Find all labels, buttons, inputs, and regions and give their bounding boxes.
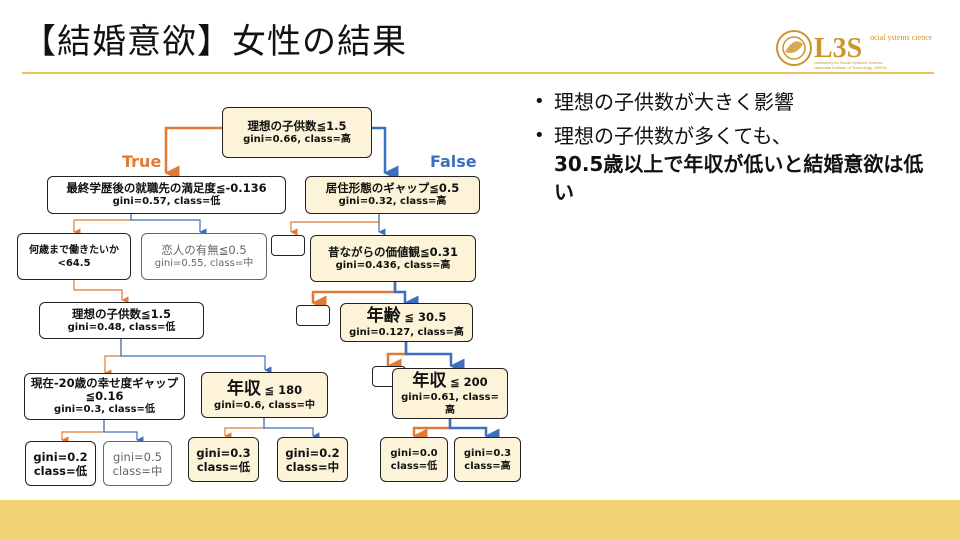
leaf-class: class=低 <box>33 463 88 478</box>
tree-node-right-4: 年収 ≦ 200 gini=0.61, class=高 <box>392 368 508 419</box>
decision-tree: True False 理想の子供数≦1.5 gini=0.66, class=高… <box>0 90 530 500</box>
edge-l4b-leaf3 <box>224 418 265 440</box>
edge-r4-leaf5 <box>412 419 452 444</box>
leaf-gini: gini=0.2 <box>33 449 88 464</box>
tree-node-ll: 何歳まで働きたいか <64.5 <box>17 233 131 280</box>
node-condition: 現在-20歳の幸せ度ギャップ≦0.16 <box>30 376 179 403</box>
tree-node-left-4b: 年収 ≦ 180 gini=0.6, class=中 <box>201 372 328 418</box>
leaf-gini: gini=0.5 <box>113 449 162 464</box>
true-branch-label: True <box>122 152 162 171</box>
edge-r3-empty <box>386 342 408 374</box>
bullet-text: 理想の子供数が大きく影響 <box>554 90 794 114</box>
edge-l4a-leaf1 <box>61 420 105 444</box>
node-condition-2: <64.5 <box>57 257 91 269</box>
logo-text: L3S <box>814 33 862 64</box>
tree-node-empty-2 <box>296 305 330 326</box>
tree-node-lr: 恋人の有無≦0.5 gini=0.55, class=中 <box>141 233 267 280</box>
node-condition-row: 年収 ≦ 200 <box>412 371 487 391</box>
node-stats: gini=0.436, class=高 <box>335 259 451 271</box>
node-stats: gini=0.48, class=低 <box>67 321 176 333</box>
edge-l1-lr <box>130 214 207 236</box>
leaf-class: class=中 <box>112 463 163 478</box>
edge-l4a-leaf2 <box>103 420 144 444</box>
edge-r2-empty <box>311 282 397 311</box>
node-feature: 年収 <box>226 378 261 399</box>
tree-connectors <box>61 126 500 444</box>
tree-node-right-2: 昔ながらの価値観≦0.31 gini=0.436, class=高 <box>310 235 476 282</box>
tree-node-empty-1 <box>271 235 305 256</box>
tree-leaf-1: gini=0.2 class=低 <box>25 441 96 486</box>
node-threshold: ≦ 200 <box>450 374 488 389</box>
logo-side-text: ocial ystems cience <box>870 33 933 42</box>
tree-node-right-1: 居住形態のギャップ≦0.5 gini=0.32, class=高 <box>305 176 480 214</box>
edge-r1-empty <box>290 214 380 236</box>
bullet-dot: • <box>534 91 545 112</box>
node-feature: 年齢 <box>366 306 401 326</box>
edge-ll-l3 <box>73 280 129 304</box>
node-condition: 理想の子供数≦1.5 <box>247 118 347 133</box>
node-stats: gini=0.61, class=高 <box>401 391 499 416</box>
logo-subtitle: Laboratory for Social Systems Science <box>814 60 883 65</box>
node-condition: 最終学歴後の就職先の満足度≦-0.136 <box>66 181 267 195</box>
false-branch-label: False <box>430 152 477 171</box>
edge-r2-r3 <box>393 282 419 311</box>
node-stats: gini=0.32, class=高 <box>338 196 447 207</box>
edge-l3-l4b <box>120 339 272 374</box>
edge-l4b-leaf4 <box>263 418 320 440</box>
bullet-item-1: • 理想の子供数が大きく影響 <box>532 88 932 116</box>
leaf-class: class=中 <box>285 459 340 474</box>
node-condition: 恋人の有無≦0.5 <box>161 242 247 257</box>
tree-node-left-4a: 現在-20歳の幸せ度ギャップ≦0.16 gini=0.3, class=低 <box>24 373 185 420</box>
leaf-gini: gini=0.3 <box>196 445 251 460</box>
node-condition-row: 年収 ≦ 180 <box>227 379 302 399</box>
bullet-text: 理想の子供数が多くても、 <box>554 124 792 148</box>
bullet-dot: • <box>534 125 545 146</box>
tree-leaf-5: gini=0.0 class=低 <box>380 437 448 482</box>
bullet-list: • 理想の子供数が大きく影響 • 理想の子供数が多くても、 30.5歳以上で年収… <box>532 88 932 212</box>
node-condition: 理想の子供数≦1.5 <box>71 306 171 321</box>
bullet-item-2: • 理想の子供数が多くても、 30.5歳以上で年収が低いと結婚意欲は低い <box>532 122 932 206</box>
edge-l3-l4a <box>104 339 122 377</box>
tree-leaf-6: gini=0.3 class=高 <box>454 437 521 482</box>
leaf-gini: gini=0.3 <box>463 447 512 459</box>
node-condition-row: 年齢 ≦ 30.5 <box>367 306 447 326</box>
leaf-gini: gini=0.0 <box>390 447 438 459</box>
edge-l1-ll <box>73 214 132 236</box>
tree-leaf-2: gini=0.5 class=中 <box>103 441 172 486</box>
leaf-class: class=高 <box>464 460 511 472</box>
tree-node-left-3: 理想の子供数≦1.5 gini=0.48, class=低 <box>39 302 204 339</box>
node-stats: gini=0.66, class=高 <box>243 133 351 145</box>
slide-title: 【結婚意欲】女性の結果 <box>22 22 407 62</box>
logo-subtitle-2: Hakodate Institute of Technology, JAPAN <box>814 65 887 70</box>
title-underline <box>22 72 934 74</box>
node-stats: gini=0.57, class=低 <box>112 196 221 207</box>
edge-r3-r4 <box>404 342 465 374</box>
tree-node-root: 理想の子供数≦1.5 gini=0.66, class=高 <box>222 107 372 158</box>
l3s-logo: L3S ocial ystems cience Laboratory for S… <box>776 30 933 70</box>
edge-root-right <box>372 126 399 181</box>
node-feature: 年収 <box>412 370 447 391</box>
node-threshold: ≦ 30.5 <box>404 310 447 324</box>
node-condition: 昔ながらの価値観≦0.31 <box>327 244 458 259</box>
edge-r4-leaf6 <box>448 419 500 444</box>
tree-node-right-3: 年齢 ≦ 30.5 gini=0.127, class=高 <box>340 303 473 342</box>
footer-band <box>0 500 960 540</box>
node-threshold: ≦ 180 <box>264 382 303 397</box>
tree-leaf-3: gini=0.3 class=低 <box>188 437 259 482</box>
tree-node-left-1: 最終学歴後の就職先の満足度≦-0.136 gini=0.57, class=低 <box>47 176 286 214</box>
node-condition: 居住形態のギャップ≦0.5 <box>325 181 460 195</box>
node-stats: gini=0.6, class=中 <box>214 399 315 411</box>
node-stats: gini=0.55, class=中 <box>154 257 254 269</box>
leaf-class: class=低 <box>196 459 251 474</box>
edge-root-left <box>164 126 222 181</box>
leaf-gini: gini=0.2 <box>285 445 340 460</box>
bullet-emphasis: 30.5歳以上で年収が低いと結婚意欲は低い <box>554 152 924 204</box>
node-condition: 何歳まで働きたいか <box>29 244 119 256</box>
node-stats: gini=0.3, class=低 <box>54 404 155 415</box>
leaf-class: class=低 <box>390 460 438 472</box>
node-stats: gini=0.127, class=高 <box>349 327 464 338</box>
tree-leaf-4: gini=0.2 class=中 <box>277 437 348 482</box>
